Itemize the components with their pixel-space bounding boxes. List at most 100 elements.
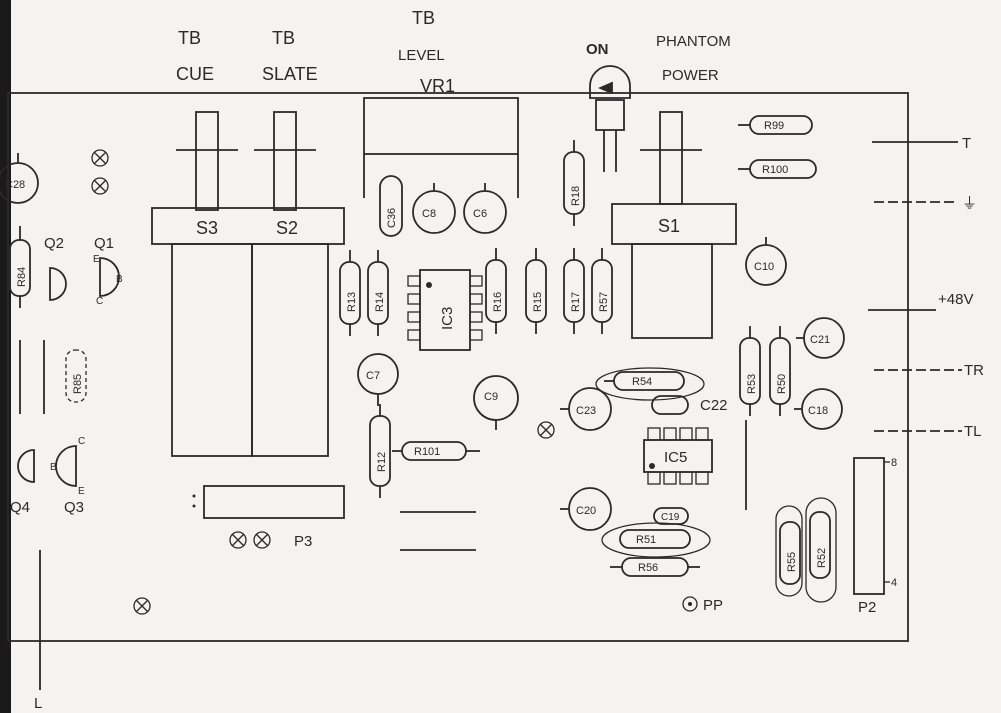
resistor-r55: R55 — [775, 505, 803, 597]
svg-text:POWER: POWER — [662, 67, 719, 84]
capacitor-c22: C22 — [651, 395, 728, 415]
svg-text:R99: R99 — [764, 120, 784, 132]
resistor-r52: R52 — [805, 497, 837, 603]
svg-text:R51: R51 — [636, 534, 656, 546]
svg-text:R17: R17 — [570, 292, 582, 312]
svg-text:R12: R12 — [376, 452, 388, 472]
svg-text:T: T — [962, 135, 971, 152]
svg-text:R54: R54 — [632, 376, 652, 388]
capacitor-c9: C9 — [473, 375, 519, 430]
svg-text:C9: C9 — [484, 391, 498, 403]
svg-text:P2: P2 — [858, 599, 876, 616]
svg-text:TB: TB — [412, 8, 435, 28]
transistor-q4: Q4 — [10, 449, 35, 516]
phantom-power-label: PHANTOM POWER — [656, 33, 731, 84]
svg-text:C23: C23 — [576, 405, 596, 417]
capacitor-c6: C6 — [463, 183, 507, 234]
on-led — [589, 65, 631, 172]
svg-text:TL: TL — [964, 423, 982, 440]
svg-text:Q1: Q1 — [94, 235, 114, 252]
svg-text:R100: R100 — [762, 164, 788, 176]
svg-text:C10: C10 — [754, 261, 774, 273]
svg-text:C20: C20 — [576, 505, 596, 517]
tb-level-label: TB LEVEL VR1 — [398, 8, 455, 96]
svg-text:E: E — [78, 486, 85, 497]
connector-p2: 8 4 P2 — [853, 457, 897, 616]
terminal-48v: +48V — [868, 291, 973, 311]
resistor-r18: R18 — [563, 140, 585, 226]
capacitor-c19: C19 — [653, 507, 689, 525]
crossed-hole-3 — [537, 421, 555, 439]
crossed-hole-1 — [91, 149, 109, 167]
svg-text:C6: C6 — [473, 208, 487, 220]
svg-text:R13: R13 — [346, 292, 358, 312]
svg-text:C: C — [96, 296, 103, 307]
svg-text:PP: PP — [703, 597, 723, 614]
resistor-r51: R51 — [601, 522, 711, 558]
resistor-r85: R85 — [65, 349, 87, 403]
resistor-r57: R57 — [591, 248, 613, 334]
board-outline — [7, 92, 909, 642]
ic3-chip: IC3 — [407, 269, 483, 351]
svg-text:R18: R18 — [570, 186, 582, 206]
s3-s2-header-bar — [151, 207, 345, 245]
svg-text:TR: TR — [964, 362, 984, 379]
svg-text:SLATE: SLATE — [262, 64, 318, 84]
switch-s2: S2 — [251, 111, 329, 457]
resistor-r13: R13 — [339, 250, 361, 336]
svg-text:C8: C8 — [422, 208, 436, 220]
resistor-r14: R14 — [367, 250, 389, 336]
capacitor-c28: C28 — [0, 153, 39, 204]
svg-text:R56: R56 — [638, 562, 658, 574]
crossed-hole-2 — [91, 177, 109, 195]
pp-test-point: PP — [682, 596, 723, 614]
capacitor-c10: C10 — [745, 237, 787, 286]
transistor-q1: Q1 E B C — [93, 235, 123, 307]
capacitor-c7: C7 — [357, 353, 399, 406]
svg-text:R52: R52 — [816, 548, 828, 568]
svg-text:R101: R101 — [414, 446, 440, 458]
ic5-chip: IC5 — [643, 427, 713, 485]
misc-traces — [19, 340, 747, 690]
capacitor-c20: C20 — [560, 487, 612, 531]
svg-text:C28: C28 — [5, 179, 25, 191]
svg-text:IC5: IC5 — [664, 449, 687, 466]
svg-text:VR1: VR1 — [420, 76, 455, 96]
svg-text:S2: S2 — [276, 218, 298, 238]
terminal-l: L — [34, 695, 42, 712]
svg-text:CUE: CUE — [176, 64, 214, 84]
resistor-r12: R12 — [369, 404, 391, 498]
switch-s3: S3 — [171, 111, 253, 457]
svg-text:C: C — [78, 436, 85, 447]
svg-text:R84: R84 — [16, 267, 28, 287]
terminal-tr: TR — [874, 362, 984, 379]
svg-text:TB: TB — [272, 28, 295, 48]
svg-text:4: 4 — [891, 577, 897, 589]
svg-text:E: E — [93, 254, 100, 265]
resistor-r99: R99 — [738, 115, 813, 135]
scan-edge — [0, 0, 11, 713]
crossed-hole-4 — [133, 597, 151, 615]
svg-text:B: B — [50, 462, 57, 473]
svg-text:R57: R57 — [598, 292, 610, 312]
transistor-q3: Q3 C B E — [50, 436, 85, 516]
svg-text:⏚: ⏚ — [962, 195, 977, 212]
svg-text:R14: R14 — [374, 292, 386, 312]
svg-text:IC3: IC3 — [439, 307, 456, 330]
capacitor-c23: C23 — [560, 387, 612, 431]
svg-text:R55: R55 — [786, 552, 798, 572]
svg-text:R16: R16 — [492, 292, 504, 312]
svg-text:B: B — [116, 274, 123, 285]
svg-text:C22: C22 — [700, 397, 728, 414]
svg-text:PHANTOM: PHANTOM — [656, 33, 731, 50]
svg-text:R85: R85 — [72, 374, 84, 394]
vr1-potentiometer — [363, 97, 519, 198]
resistor-r53: R53 — [739, 326, 761, 416]
resistor-r54: R54 — [595, 367, 705, 401]
svg-text:C21: C21 — [810, 334, 830, 346]
svg-text:C18: C18 — [808, 405, 828, 417]
svg-text:C19: C19 — [661, 512, 680, 523]
svg-text:+48V: +48V — [938, 291, 973, 308]
resistor-r16: R16 — [485, 248, 507, 334]
